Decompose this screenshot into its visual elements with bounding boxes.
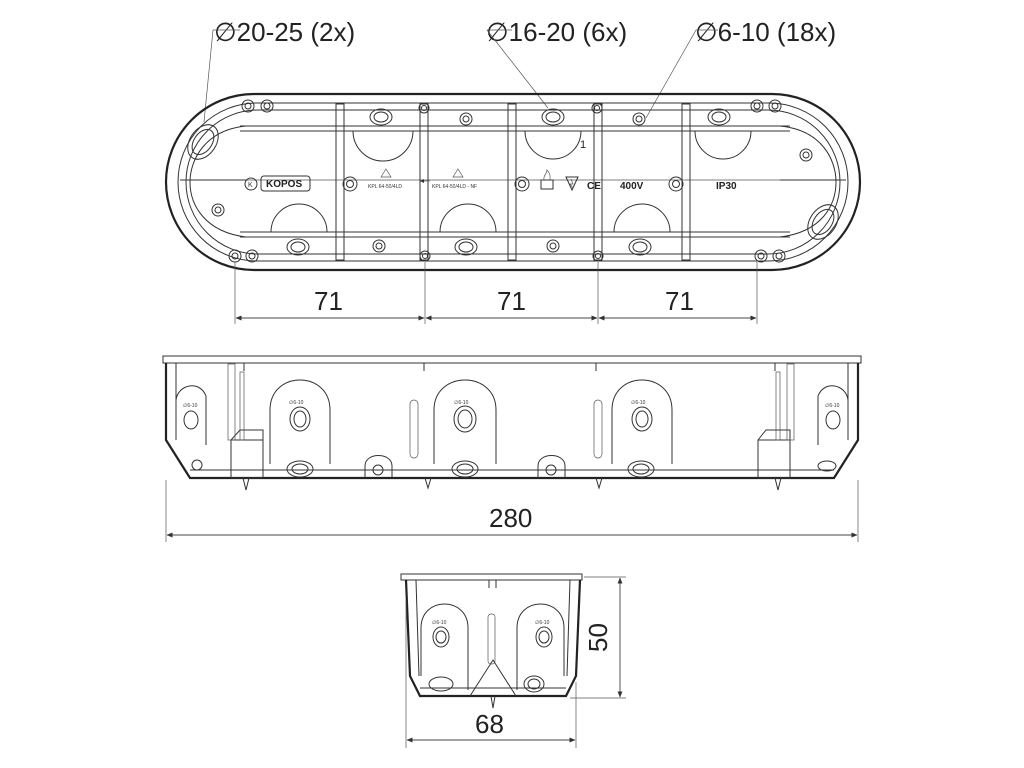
callout-medium-holes: ∅16-20 (6x) [486, 17, 627, 47]
svg-text:∅6-10: ∅6-10 [535, 620, 550, 626]
box-wall-outline [185, 109, 841, 255]
callout-large-holes: ∅20-25 (2x) [214, 17, 355, 47]
marker-label: 1 [580, 139, 586, 151]
kopos-logo: K KOPOS [244, 175, 311, 192]
rail-cutouts [270, 130, 752, 233]
arch-boss-2: ∅6-10 [433, 379, 497, 464]
arrow-left-icon [420, 179, 430, 183]
side-view: ∅6-10 ∅6-10 ∅6-10 ∅6-10 ∅6-10 [162, 355, 862, 491]
arch-boss-1: ∅6-10 [269, 379, 331, 464]
medium-holes [286, 108, 731, 256]
overall-length-dimension [165, 480, 859, 542]
compartment-dividers [335, 103, 691, 261]
svg-text:∅6-10: ∅6-10 [631, 400, 646, 406]
warning-triangle-icon [380, 168, 464, 178]
ce-mark-icon: CE [587, 181, 601, 192]
bottom-holes [286, 455, 655, 478]
svg-text:∅6-10: ∅6-10 [183, 403, 198, 409]
inner-flange-outline [177, 102, 849, 262]
top-view: K KOPOS KPL 64-50/4LD KPL 64-50/4LD - NF… [164, 92, 862, 272]
depth-dimension [570, 576, 626, 699]
dimension-overall-length: 280 [489, 503, 532, 533]
svg-text:∅6-10: ∅6-10 [289, 400, 304, 406]
flame-icon [540, 169, 554, 190]
svg-text:∅6-10: ∅6-10 [825, 403, 840, 409]
top-ticks [243, 363, 776, 371]
svg-text:∅6-10: ∅6-10 [454, 400, 469, 406]
small-holes [211, 99, 813, 263]
width-dimension [405, 600, 577, 748]
ip-rating-label: IP30 [716, 181, 737, 192]
callout-small-holes: ∅6-10 (18x) [695, 17, 836, 47]
large-hole-right [807, 204, 839, 240]
dimension-pitch-3: 71 [665, 286, 694, 316]
svg-text:K: K [248, 182, 253, 189]
arch-boss-3: ∅6-10 [611, 379, 673, 464]
dimension-width: 68 [475, 709, 504, 739]
end-view: ∅6-10 ∅6-10 [400, 573, 583, 709]
dimension-pitch-1: 71 [314, 286, 343, 316]
outer-flange-outline [164, 92, 862, 272]
dimension-pitch-2: 71 [497, 286, 526, 316]
svg-text:∅6-10: ∅6-10 [432, 620, 447, 626]
model-label-left: KPL 64-50/4LD [368, 184, 402, 190]
voltage-label: 400V [620, 181, 644, 192]
brand-name: KOPOS [266, 179, 302, 190]
dimension-depth: 50 [583, 623, 613, 652]
pitch-dimensions [234, 262, 758, 324]
large-hole-left [187, 124, 219, 160]
lightning-icon [565, 176, 579, 192]
model-label-right: KPL 64-50/4LD - NF [432, 184, 477, 190]
